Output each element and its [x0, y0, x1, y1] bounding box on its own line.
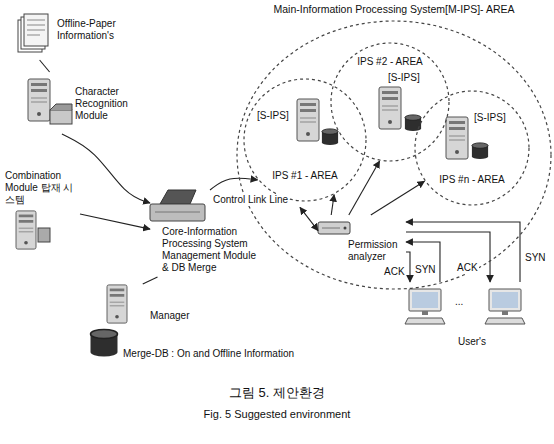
s-ips-server-icon — [322, 129, 338, 145]
connector — [406, 222, 520, 282]
permission-analyzer: Permission analyzer — [318, 215, 406, 267]
connector — [406, 242, 440, 282]
connector — [406, 232, 490, 282]
analyzer-icon — [318, 222, 350, 234]
node-label: ... — [455, 296, 463, 308]
recognition-module: Character Recognition Module — [25, 72, 148, 134]
node-label: Combination Module 탑재 시스템 — [5, 170, 77, 206]
core-module-icon — [150, 190, 205, 221]
area-label: IPS #n - AREA — [414, 174, 530, 186]
manager-server: Manager — [100, 284, 195, 325]
edge-label: ACK — [383, 266, 406, 278]
scanner-icon — [28, 79, 72, 124]
merge-db-icon — [91, 330, 118, 357]
connector — [80, 214, 150, 229]
scanner-icon — [28, 79, 50, 121]
connector — [62, 134, 150, 203]
area-outline — [237, 21, 551, 289]
figure-caption-english: Fig. 5 Suggested environment — [0, 408, 554, 420]
connector — [331, 195, 334, 215]
node-label: Offline-Paper Information's — [57, 18, 137, 42]
connector — [371, 181, 425, 215]
figure-caption: 그림 5. 제안환경 — [0, 384, 554, 402]
s-ips-server-icon — [446, 117, 468, 159]
scanner-icon — [50, 110, 72, 124]
user-pc-icon — [405, 289, 445, 324]
core-module-icon — [155, 212, 200, 213]
core-module-icon — [160, 190, 196, 204]
paper-source: Offline-Paper Information's — [15, 12, 138, 60]
node-label: User's — [458, 336, 486, 348]
area-label: IPS #1 - AREA — [243, 170, 367, 182]
area-label: IPS #2 - AREA — [330, 56, 450, 68]
paper-stack-icon — [27, 20, 45, 21]
area-label: [S-IPS] — [388, 72, 420, 84]
connector — [210, 178, 258, 190]
area-outline — [414, 90, 530, 206]
area-outline — [244, 79, 366, 201]
analyzer-icon — [322, 228, 340, 229]
paper-stack-icon — [27, 35, 40, 36]
s-ips-server-icon — [297, 99, 319, 141]
edge-label: SYN — [414, 264, 437, 276]
s-ips-server-icon — [379, 87, 401, 129]
area-outline — [243, 78, 367, 202]
edge-label: SYN — [524, 252, 547, 264]
node-label: Core-Information Processing System Manag… — [162, 226, 262, 274]
user-pc-icon — [485, 289, 525, 324]
manager-server-icon — [107, 285, 127, 323]
area-circle: [S-IPS] IPS #n - AREA — [414, 90, 530, 206]
area-outline — [331, 43, 449, 161]
scanner-icon — [50, 104, 72, 110]
user-terminals: ... User's — [400, 282, 535, 357]
area-outline — [415, 91, 529, 205]
analyzer-icon — [344, 227, 347, 230]
node-label: Manager — [150, 310, 189, 322]
node-label: Merge-DB : On and Offline Information — [123, 348, 294, 360]
paper-stack-icon — [27, 25, 45, 26]
connector — [40, 60, 50, 72]
combination-module: Combination Module 탑재 시스템 — [5, 170, 80, 250]
area-label: Main-Information Processing System[M-IPS… — [236, 3, 552, 16]
connector — [406, 252, 410, 282]
area-circle: IPS #2 - AREA [S-IPS] — [330, 42, 450, 162]
combination-server-icon — [38, 228, 50, 242]
node-label: Permission analyzer — [348, 239, 403, 263]
analyzer-icon — [318, 222, 350, 234]
area-circle: [S-IPS] IPS #1 - AREA — [243, 78, 367, 202]
connector — [349, 161, 380, 215]
core-module-icon — [150, 204, 205, 221]
area-label: [S-IPS] — [474, 112, 506, 124]
edge-label: Control Link Line — [212, 194, 289, 206]
merge-db-icon — [91, 330, 118, 357]
paper-stack-icon — [27, 30, 45, 31]
combination-server-icon — [16, 211, 50, 249]
connector — [300, 207, 318, 230]
s-ips-server-icon — [297, 87, 488, 159]
manager-server-icon — [107, 285, 127, 323]
merge-db: Merge-DB : On and Offline Information — [85, 326, 315, 366]
s-ips-server-icon — [472, 143, 488, 159]
user-pc-icon — [405, 289, 525, 324]
edge-label: ACK — [456, 262, 479, 274]
paper-stack-icon — [24, 14, 48, 46]
combination-server-icon — [16, 211, 36, 249]
connector — [143, 277, 158, 284]
paper-stack-icon — [18, 14, 48, 52]
node-label: Character Recognition Module — [75, 86, 145, 122]
area-label: [S-IPS] — [257, 110, 289, 122]
